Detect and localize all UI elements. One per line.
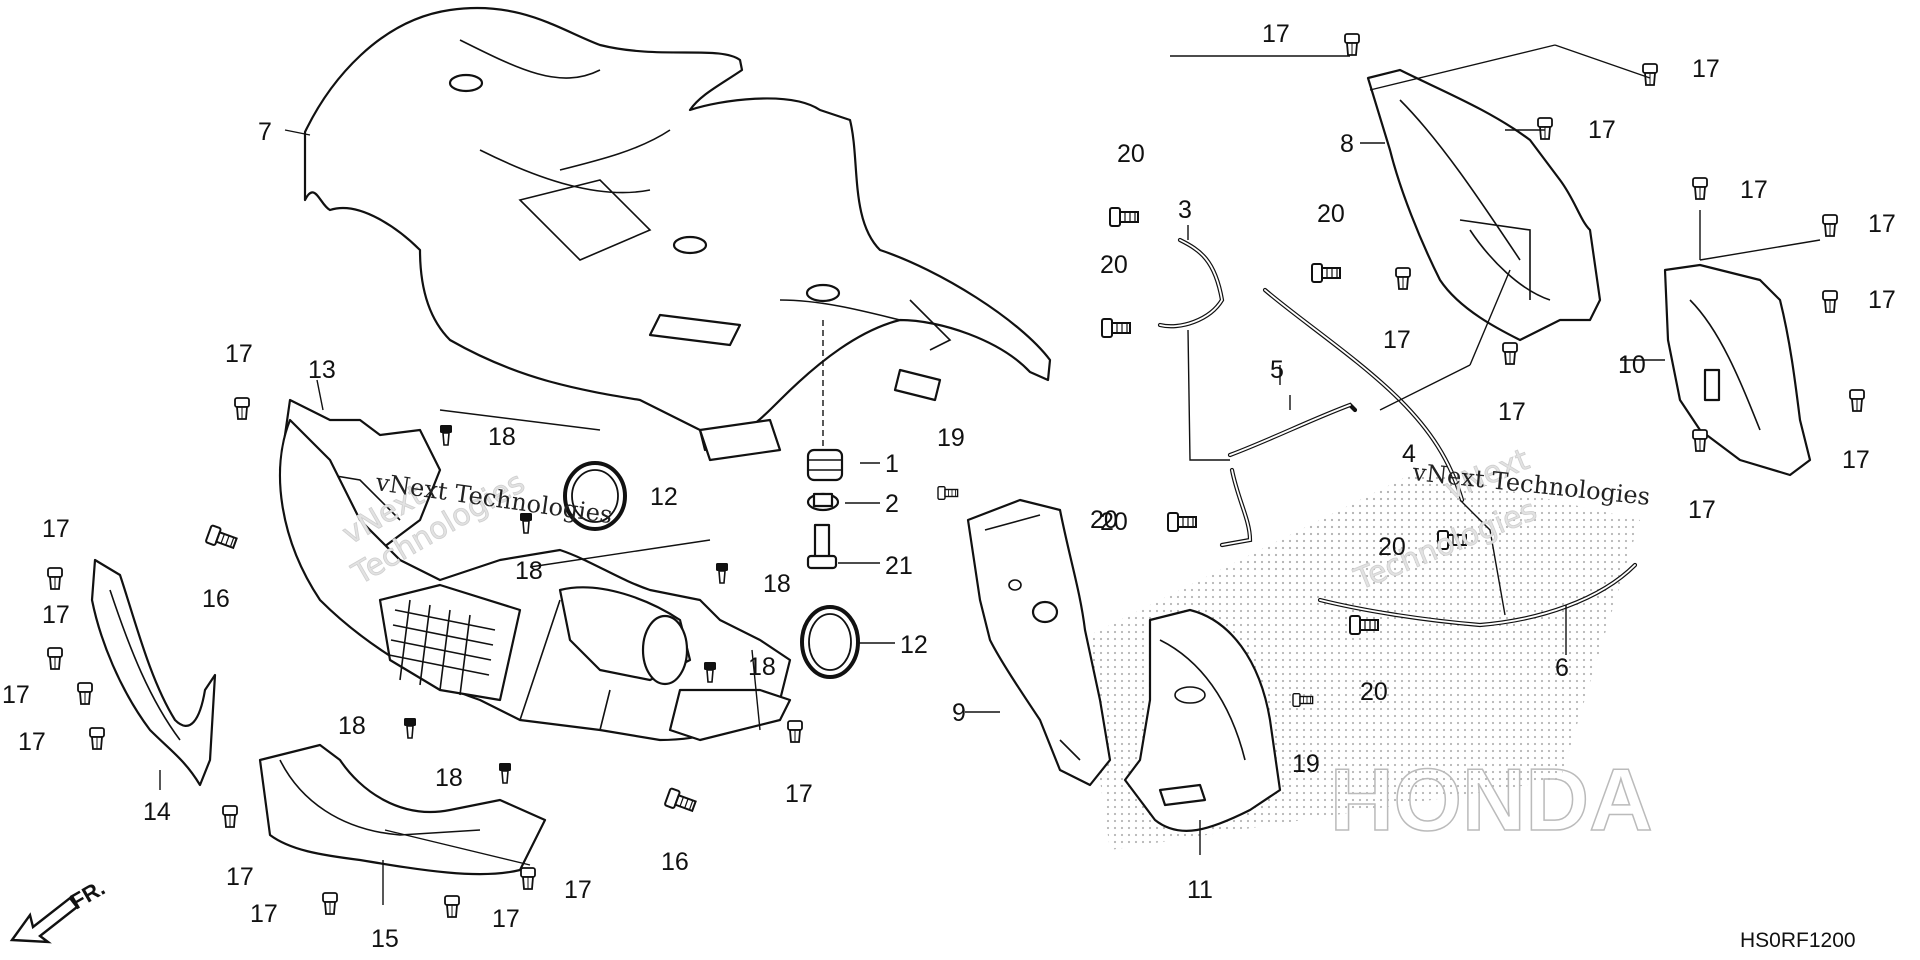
- leader-lines: [159, 44, 1821, 905]
- front-lower-panel: [278, 418, 792, 742]
- callout-17-q: 17: [250, 900, 278, 928]
- callout-16-bottom: 16: [661, 848, 689, 876]
- callout-20-e: 20: [1378, 533, 1406, 561]
- part-6-cable: [1317, 499, 1638, 628]
- callout-16-left: 16: [202, 585, 230, 613]
- callout-17-d: 17: [1740, 176, 1768, 204]
- callout-21: 21: [885, 552, 913, 580]
- part-9-side-panel: [966, 498, 1112, 787]
- callout-18-b: 18: [515, 557, 543, 585]
- callout-18-d: 18: [748, 653, 776, 681]
- callout-17-b: 17: [1692, 55, 1720, 83]
- callout-20-b: 20: [1100, 251, 1128, 279]
- callout-17-j: 17: [1498, 398, 1526, 426]
- callout-17-a: 17: [1262, 20, 1290, 48]
- callout-12-lower: 12: [900, 631, 928, 659]
- part-12-seal-ring-upper: [563, 461, 627, 531]
- callout-2: 2: [885, 490, 899, 518]
- callout-17-o: 17: [18, 728, 46, 756]
- callout-18-f: 18: [435, 764, 463, 792]
- callout-labels: 7 1 2 21 12 12 13 3 5 4 6 8 10 9 11 14 1…: [2, 20, 1896, 953]
- part-10-side-panel: [1663, 263, 1812, 477]
- callout-17-e: 17: [1868, 210, 1896, 238]
- callout-17-l: 17: [42, 515, 70, 543]
- callout-20-d: 20: [1100, 508, 1128, 536]
- part-14-side-trim: [90, 558, 217, 787]
- callout-18-a: 18: [488, 423, 516, 451]
- callout-18-e: 18: [338, 712, 366, 740]
- callout-17-f: 17: [1868, 286, 1896, 314]
- callout-17-h: 17: [1688, 496, 1716, 524]
- callout-20-c: 20: [1317, 200, 1345, 228]
- part-21-bolt: [806, 523, 838, 570]
- callout-6: 6: [1555, 654, 1569, 682]
- callout-17-r: 17: [492, 905, 520, 933]
- callout-17-k: 17: [225, 340, 253, 368]
- callout-19-top: 19: [937, 424, 965, 452]
- callout-20-b2: 20: [1090, 506, 1118, 534]
- callout-15: 15: [371, 925, 399, 953]
- callout-18-c: 18: [763, 570, 791, 598]
- callout-13: 13: [308, 356, 336, 384]
- callout-9: 9: [952, 699, 966, 727]
- brand-mark: HONDA: [1330, 750, 1653, 849]
- part-11-inner-fender: [1123, 608, 1282, 832]
- part-4-cable: [1262, 287, 1465, 503]
- part-code: HS0RF1200: [1740, 929, 1856, 952]
- callout-12-upper: 12: [650, 483, 678, 511]
- callout-17-c: 17: [1588, 116, 1616, 144]
- callout-17-n: 17: [2, 681, 30, 709]
- callout-17-i: 17: [1383, 326, 1411, 354]
- part-1-rubber-mount: [806, 448, 844, 482]
- part-5-cable: [1219, 402, 1358, 548]
- callout-11: 11: [1187, 876, 1213, 904]
- callout-7: 7: [258, 118, 272, 146]
- callout-8: 8: [1340, 130, 1354, 158]
- callout-14: 14: [143, 798, 171, 826]
- callout-17-g: 17: [1842, 446, 1870, 474]
- part-12-seal-ring-lower: [800, 605, 860, 679]
- callout-10: 10: [1618, 351, 1646, 379]
- part-2-collar: [806, 492, 840, 512]
- callout-19-bottom: 19: [1292, 750, 1320, 778]
- callout-3: 3: [1178, 196, 1192, 224]
- callout-4: 4: [1402, 440, 1416, 468]
- svg-text:20: 20: [1090, 506, 1118, 534]
- callout-20-a: 20: [1117, 140, 1145, 168]
- callout-17-s: 17: [564, 876, 592, 904]
- callout-17-p: 17: [226, 863, 254, 891]
- part-15-lower-guard: [258, 743, 547, 876]
- part-8-upper-cover: [1366, 68, 1602, 342]
- callout-1: 1: [885, 450, 899, 478]
- part-7-front-fender: [303, 6, 1052, 462]
- callout-17-m: 17: [42, 601, 70, 629]
- callout-20-f: 20: [1360, 678, 1388, 706]
- callout-17-t: 17: [785, 780, 813, 808]
- part-3-cable: [1157, 237, 1230, 461]
- callout-5: 5: [1270, 356, 1284, 384]
- front-direction-arrow: FR.: [9, 875, 109, 944]
